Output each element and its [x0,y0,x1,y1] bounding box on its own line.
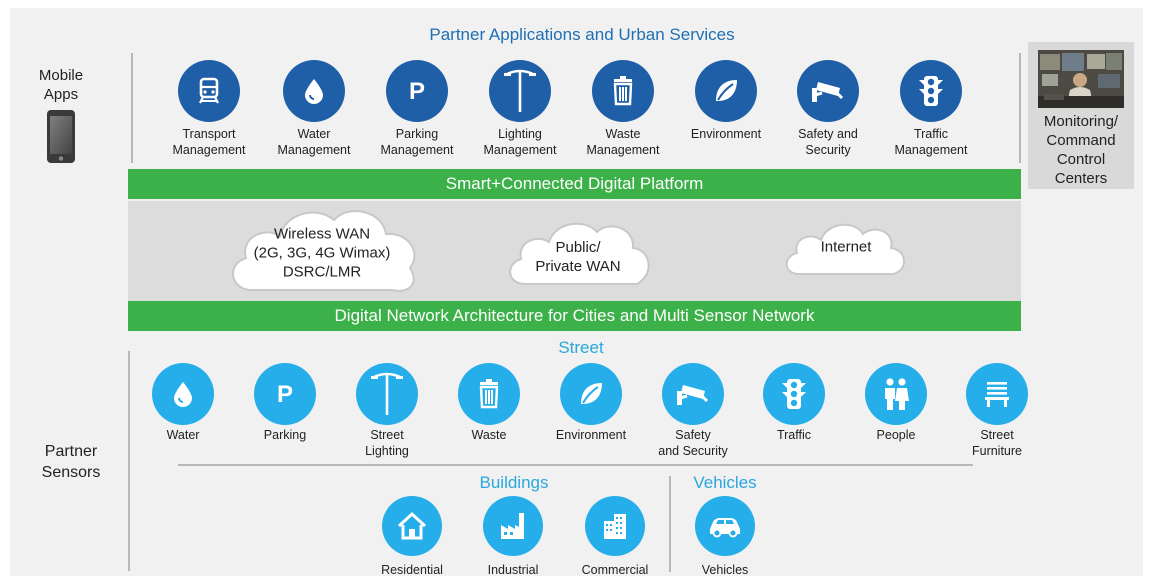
right-divider [1019,53,1021,163]
app-label: Waste Management [586,127,660,157]
control-center-photo [1038,50,1124,113]
building-label: Commercial [581,563,649,577]
network-architecture-bar: Digital Network Architecture for Cities … [128,301,1021,331]
street-furniture-sensor-circle[interactable] [966,363,1028,425]
left-divider [131,53,133,163]
commercial-circle[interactable] [585,496,645,556]
public-private-wan-cloud [503,210,653,295]
vehicles-title: Vehicles [693,473,757,492]
security-camera-icon [675,379,711,409]
parking-sensor-circle[interactable]: P [254,363,316,425]
street-light-icon [503,68,537,114]
app-label: Environment [690,127,762,141]
leaf-icon [711,76,741,106]
app-label: Lighting Management [483,127,557,157]
water-sensor-circle[interactable] [152,363,214,425]
street-sensor-label: People [876,428,916,442]
vehicle-label: Vehicles [701,563,749,577]
car-icon [707,514,743,538]
waste-management-circle[interactable] [592,60,654,122]
waste-sensor-circle[interactable] [458,363,520,425]
app-label: Transport Management [172,127,246,157]
building-label: Residential [381,563,443,577]
monitoring-label: Monitoring/ Command Control Centers [1043,113,1119,187]
buildings-vehicles-divider [669,476,671,572]
public-private-wan-label: Public/ Private WAN [535,239,621,275]
internet-cloud [781,214,909,285]
factory-icon [498,511,528,541]
app-label: Water Management [277,127,351,157]
app-label: Parking Management [380,127,454,157]
street-sensor-label: Street Lighting [365,428,409,458]
street-sensor-label: Street Furniture [971,428,1023,458]
app-label: Traffic Management [894,127,968,157]
wireless-wan-label: Wireless WAN (2G, 3G, 4G Wimax) DSRC/LMR [253,225,391,281]
street-sensor-label: Safety and Security [658,428,728,458]
building-label: Industrial [487,563,539,577]
street-title: Street [558,338,604,357]
sensor-row-divider [178,464,973,466]
parking-icon: P [402,76,432,106]
traffic-light-icon [779,378,809,410]
trash-bin-icon [609,76,637,106]
house-icon [397,511,427,541]
water-management-circle[interactable] [283,60,345,122]
train-icon [194,76,224,106]
architecture-diagram: Partner Applications and Urban Services … [10,8,1143,577]
street-lighting-sensor-circle[interactable] [356,363,418,425]
street-sensor-label: Waste [471,428,507,442]
bench-icon [982,379,1012,409]
internet-label: Internet [820,238,872,256]
street-sensor-label: Water [166,428,200,442]
industrial-circle[interactable] [483,496,543,556]
office-building-icon [600,511,630,541]
water-drop-icon [168,379,198,409]
leaf-icon [576,379,606,409]
traffic-light-icon [916,75,946,107]
partner-applications-title: Partner Applications and Urban Services [429,25,735,44]
mobile-phone-icon [47,110,75,168]
buildings-title: Buildings [479,473,549,492]
sensors-divider [128,351,130,571]
residential-circle[interactable] [382,496,442,556]
transport-circle[interactable] [178,60,240,122]
environment-circle[interactable] [695,60,757,122]
svg-text:P: P [409,78,425,105]
traffic-sensor-circle[interactable] [763,363,825,425]
street-sensor-label: Parking [263,428,307,442]
street-sensor-label: Environment [555,428,627,442]
partner-sensors-label: Partner Sensors [41,443,101,481]
app-label: Safety and Security [798,127,858,157]
trash-bin-icon [475,379,503,409]
parking-management-circle[interactable]: P [386,60,448,122]
svg-text:P: P [277,381,293,408]
safety-security-circle[interactable] [797,60,859,122]
security-camera-icon [810,76,846,106]
people-icon [879,377,913,411]
street-light-icon [370,371,404,417]
people-sensor-circle[interactable] [865,363,927,425]
street-sensor-label: Traffic [776,428,812,442]
lighting-management-circle[interactable] [489,60,551,122]
mobile-apps-label: Mobile Apps [38,67,84,103]
environment-sensor-circle[interactable] [560,363,622,425]
water-drop-icon [299,76,329,106]
traffic-management-circle[interactable] [900,60,962,122]
safety-security-sensor-circle[interactable] [662,363,724,425]
parking-icon: P [270,379,300,409]
vehicles-circle[interactable] [695,496,755,556]
wireless-wan-cloud [222,198,422,303]
platform-bar: Smart+Connected Digital Platform [128,169,1021,199]
